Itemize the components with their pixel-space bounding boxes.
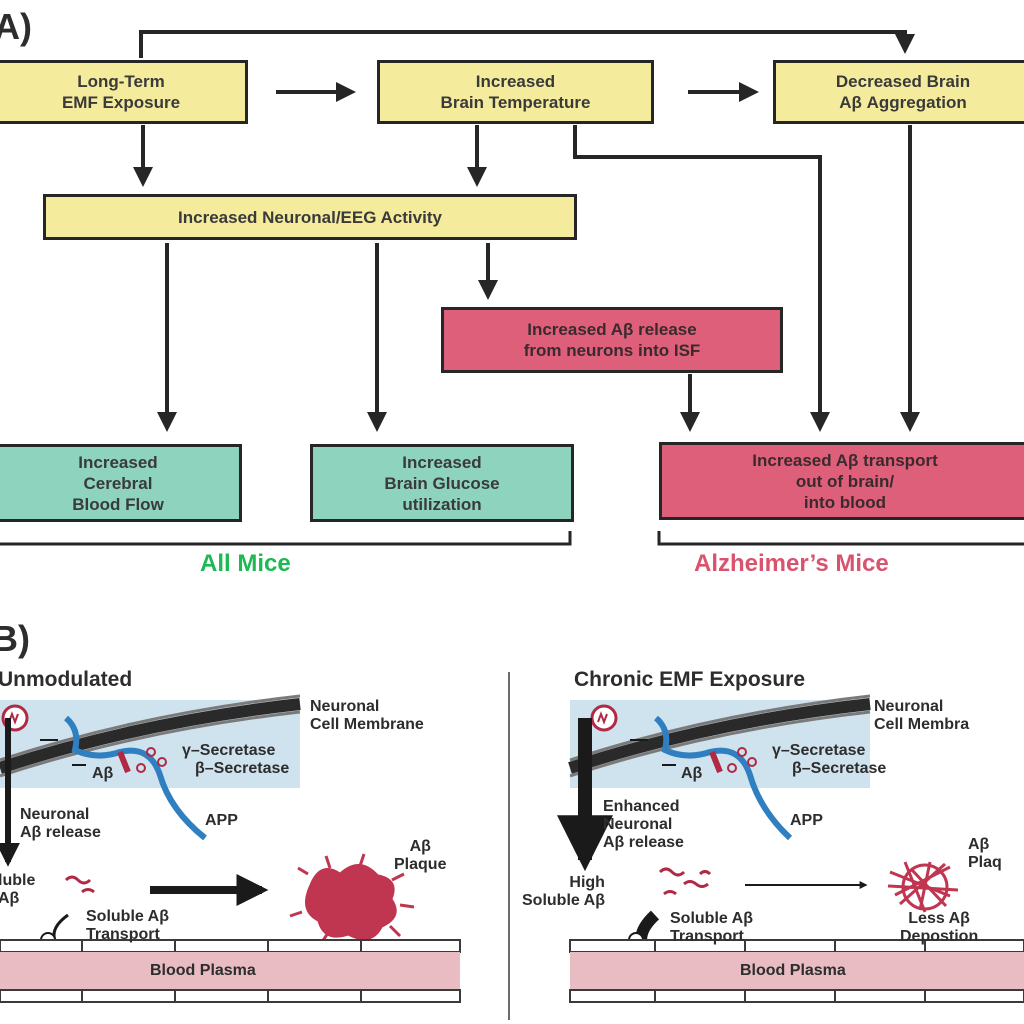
brain-temperature-box: Increased Brain Temperature (377, 60, 654, 124)
left-membrane (0, 700, 300, 760)
left-membrane-label: Neuronal Cell Membrane (310, 698, 424, 733)
left-beta-secretase-label: β–Secretase (195, 760, 290, 777)
right-abeta-label: Aβ (681, 765, 703, 782)
neuronal-activity-box: Increased Neuronal/EEG Activity (43, 194, 577, 240)
right-soluble-abeta (658, 867, 712, 896)
right-gamma-secretase-label: γ–Secretase (772, 742, 866, 759)
left-soluble-label: luble Aβ (0, 872, 36, 907)
left-app-label: APP (205, 812, 238, 829)
long-term-emf-box: Long-Term EMF Exposure (0, 60, 248, 124)
right-plaque (887, 861, 959, 913)
left-release-label: Neuronal Aβ release (20, 806, 101, 841)
right-app-label: APP (790, 812, 823, 829)
section-a-label: A) (0, 6, 32, 47)
section-b-label: B) (0, 618, 30, 659)
arrow-temp-to-transport (573, 125, 830, 432)
right-release-label: Enhanced Neuronal Aβ release (603, 798, 684, 851)
flow-arrows (133, 30, 920, 432)
abeta-release-box: Increased Aβ release from neurons into I… (441, 307, 783, 373)
left-plasma-label: Blood Plasma (150, 962, 256, 979)
right-panel-title: Chronic EMF Exposure (574, 668, 806, 691)
right-plaque-label: Aβ Plaq (968, 836, 1002, 871)
right-deposition-label: Less Aβ Depostion (900, 910, 979, 945)
abeta-transport-box: Increased Aβ transport out of brain/ int… (659, 442, 1024, 520)
left-plaque-label: Aβ Plaque (394, 838, 447, 873)
right-panel-illustration (557, 694, 1024, 1003)
right-soluble-label: High Soluble Aβ (522, 874, 605, 909)
right-membrane-label: Neuronal Cell Membra (874, 698, 970, 733)
right-transport-label: Soluble Aβ Transport (670, 910, 753, 945)
right-app-protein (653, 715, 793, 841)
abeta-aggregation-box: Decreased Brain Aβ Aggregation (773, 60, 1024, 124)
group-brackets (0, 531, 1024, 546)
brain-glucose-box: Increased Brain Glucose utilization (310, 444, 574, 522)
alzheimers-mice-label: Alzheimer’s Mice (694, 550, 889, 577)
right-vessel-wall-bottom (569, 989, 1024, 1003)
right-blood-plasma (570, 952, 1024, 990)
right-plasma-label: Blood Plasma (740, 962, 846, 979)
left-gamma-secretase-label: γ–Secretase (182, 742, 276, 759)
left-vessel-wall-bottom (0, 989, 461, 1003)
left-panel-illustration (0, 694, 461, 1003)
left-transport-label: Soluble Aβ Transport (86, 908, 169, 943)
left-panel-title: Unmodulated (0, 668, 133, 691)
all-mice-label: All Mice (200, 550, 291, 577)
left-blood-plasma (0, 952, 460, 990)
right-neuron-symbol (590, 704, 618, 732)
left-abeta-label: Aβ (92, 765, 114, 782)
cerebral-blood-flow-box: Increased Cerebral Blood Flow (0, 444, 242, 522)
right-beta-secretase-label: β–Secretase (792, 760, 887, 777)
arrow-top-loop (139, 30, 915, 58)
bracket-alz-mice (657, 531, 1024, 546)
left-vessel-wall-top (0, 939, 461, 953)
bracket-all-mice (0, 531, 572, 546)
